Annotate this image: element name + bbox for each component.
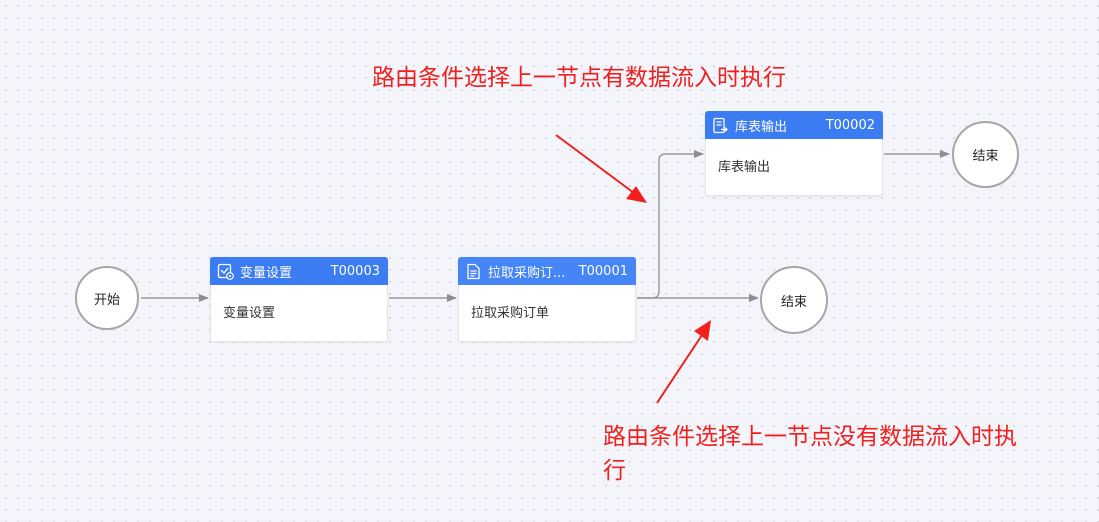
end-node-top-label: 结束 xyxy=(972,149,999,164)
pull-purchase-title: 拉取采购订... xyxy=(488,265,566,281)
variable-setting-code: T00003 xyxy=(330,263,380,279)
pull-purchase-header: 拉取采购订... T00001 xyxy=(458,257,636,285)
end-node-top[interactable]: 结束 xyxy=(952,121,1019,188)
variable-setting-node[interactable]: 变量设置 T00003 变量设置 xyxy=(210,257,388,342)
table-output-node[interactable]: 库表输出 T00002 库表输出 xyxy=(705,111,883,196)
flow-edges xyxy=(141,150,950,302)
table-output-title: 库表输出 xyxy=(735,119,788,135)
table-output-body: 库表输出 xyxy=(718,160,771,175)
annotation-arrow-top xyxy=(555,134,635,194)
table-export-icon xyxy=(712,117,729,134)
annotation-arrow-bottom xyxy=(656,334,703,404)
end-node-bottom-label: 结束 xyxy=(780,294,807,310)
annotation-top: 路由条件选择上一节点有数据流入时执行 xyxy=(372,65,786,91)
variable-setting-body: 变量设置 xyxy=(223,306,276,321)
annotation-arrow-top-head xyxy=(626,186,647,203)
pull-purchase-code: T00001 xyxy=(578,263,628,279)
table-output-header: 库表输出 T00002 xyxy=(705,111,883,139)
annotation-arrows xyxy=(555,134,711,404)
settings-document-icon xyxy=(217,263,234,280)
annotation-bottom-line2: 行 xyxy=(603,458,626,484)
pull-purchase-body: 拉取采购订单 xyxy=(471,306,550,321)
edge-pull-to-output xyxy=(637,150,704,299)
pull-purchase-node[interactable]: 拉取采购订... T00001 拉取采购订单 xyxy=(458,257,636,342)
document-icon xyxy=(465,263,482,280)
start-node-label: 开始 xyxy=(93,292,120,308)
variable-setting-header: 变量设置 T00003 xyxy=(210,257,388,285)
table-output-code: T00002 xyxy=(825,117,875,133)
end-node-bottom[interactable]: 结束 xyxy=(760,266,828,334)
annotation-arrow-bottom-head xyxy=(694,320,711,341)
variable-setting-title: 变量设置 xyxy=(240,265,293,281)
start-node[interactable]: 开始 xyxy=(75,266,139,330)
annotation-bottom-line1: 路由条件选择上一节点没有数据流入时执 xyxy=(603,424,1017,450)
